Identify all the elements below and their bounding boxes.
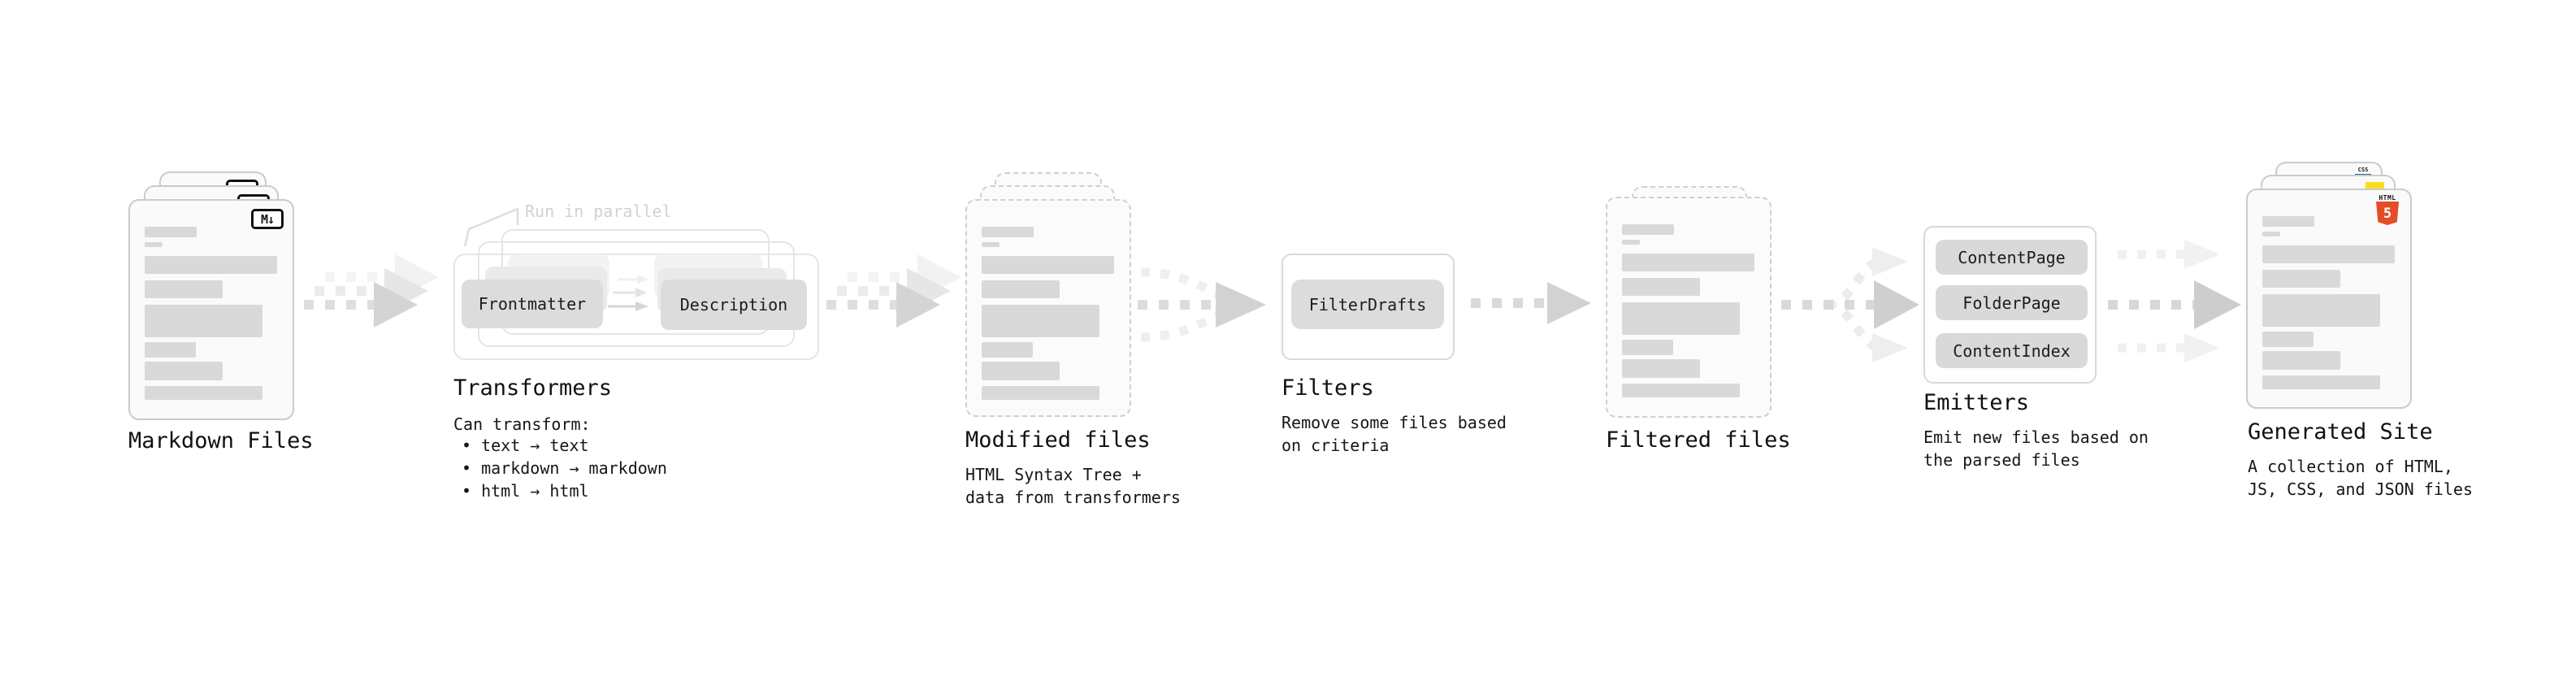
run-in-parallel-callout-line: [463, 207, 519, 247]
markdown-icon: M↓: [251, 209, 284, 229]
markdown-icon-glyph: M↓: [260, 211, 275, 227]
frontmatter-to-description-arrows: [608, 275, 648, 311]
html5-number: 5: [2383, 205, 2392, 222]
text-line-placeholder: [1622, 278, 1700, 296]
text-line-placeholder: [1622, 302, 1740, 335]
modified-file-card-front: [965, 199, 1131, 417]
text-line-placeholder: [982, 280, 1060, 298]
subtitle-line: data from transformers: [965, 488, 1181, 507]
text-line-placeholder: [145, 305, 262, 337]
text-line-placeholder: [982, 305, 1099, 337]
stage-label-filtered-files: Filtered files: [1606, 427, 1791, 453]
transformers-intro: Can transform:: [453, 414, 591, 434]
subtitle-line: Emit new files based on: [1923, 427, 2149, 447]
flow-arrow-filters-to-filtered: [1471, 282, 1591, 324]
css-icon-label: CSS: [2357, 167, 2369, 173]
subtitle-line: A collection of HTML,: [2248, 457, 2453, 476]
text-line-placeholder: [145, 342, 196, 358]
stage-label-filters: Filters: [1281, 375, 1374, 401]
text-line-placeholder: [1622, 240, 1640, 245]
emitter-node-contentindex: ContentIndex: [1936, 333, 2088, 368]
filtered-file-card-front: [1606, 197, 1772, 418]
text-line-placeholder: [145, 280, 223, 298]
text-line-placeholder: [145, 242, 163, 247]
filters-subtitle: Remove some files based on criteria: [1281, 411, 1507, 457]
text-line-placeholder: [1622, 340, 1673, 355]
subtitle-line: Remove some files based: [1281, 413, 1507, 432]
text-line-placeholder: [2262, 270, 2340, 288]
text-line-placeholder: [2262, 294, 2380, 327]
stage-label-modified-files: Modified files: [965, 427, 1151, 453]
text-line-placeholder: [145, 227, 197, 237]
site-file-card-html: HTML 5: [2246, 189, 2412, 409]
text-line-placeholder: [982, 362, 1060, 380]
markdown-file-card-front: M↓: [128, 199, 294, 420]
text-line-placeholder: [1622, 384, 1740, 397]
text-line-placeholder: [1622, 359, 1700, 378]
subtitle-line: JS, CSS, and JSON files: [2248, 479, 2473, 499]
html5-icon-label: HTML: [2379, 194, 2396, 202]
text-line-placeholder: [2262, 375, 2380, 389]
generated-site-subtitle: A collection of HTML, JS, CSS, and JSON …: [2248, 455, 2473, 501]
transformer-node-description: Description: [661, 280, 807, 330]
transformer-node-frontmatter: Frontmatter: [462, 280, 603, 328]
flow-arrow-transformers-to-modified: [826, 254, 961, 327]
emitters-subtitle: Emit new files based on the parsed files: [1923, 426, 2149, 471]
bullet-item: • html → html: [462, 481, 589, 501]
text-line-placeholder: [2262, 216, 2314, 227]
stage-label-transformers: Transformers: [453, 375, 613, 401]
text-line-placeholder: [2262, 351, 2340, 370]
text-line-placeholder: [2262, 245, 2395, 263]
filter-node-filterdrafts: FilterDrafts: [1291, 280, 1444, 329]
stage-label-generated-site: Generated Site: [2248, 419, 2433, 445]
text-line-placeholder: [145, 362, 223, 380]
transformer-layer-front: [453, 254, 819, 360]
text-line-placeholder: [982, 386, 1099, 400]
flow-arrow-filtered-to-emitters: [1781, 247, 1919, 362]
subtitle-line: on criteria: [1281, 436, 1390, 455]
emitters-panel: ContentPage FolderPage ContentIndex: [1923, 226, 2097, 384]
flow-arrow-emitters-to-site: [2108, 240, 2241, 362]
html5-icon: HTML 5: [2374, 194, 2400, 225]
emitter-node-contentpage: ContentPage: [1936, 240, 2088, 275]
text-line-placeholder: [982, 227, 1034, 237]
emitter-node-folderpage: FolderPage: [1936, 285, 2088, 320]
text-line-placeholder: [982, 256, 1114, 274]
flow-arrow-modified-to-filters: [1138, 267, 1266, 342]
text-line-placeholder: [1622, 224, 1674, 235]
modified-files-subtitle: HTML Syntax Tree + data from transformer…: [965, 463, 1181, 509]
text-line-placeholder: [982, 242, 1000, 247]
stage-label-emitters: Emitters: [1923, 390, 2030, 415]
subtitle-line: HTML Syntax Tree +: [965, 465, 1142, 484]
text-line-placeholder: [982, 342, 1033, 358]
text-line-placeholder: [2262, 332, 2314, 347]
text-line-placeholder: [145, 386, 262, 400]
transformers-bullet-list: • text → text • markdown → markdown • ht…: [453, 434, 667, 502]
bullet-item: • text → text: [462, 436, 589, 455]
text-line-placeholder: [2262, 232, 2280, 236]
text-line-placeholder: [145, 256, 277, 274]
bullet-item: • markdown → markdown: [462, 458, 667, 478]
run-in-parallel-annotation: Run in parallel: [525, 202, 672, 221]
flow-arrow-markdown-to-transformers: [304, 254, 439, 327]
stage-label-markdown-files: Markdown Files: [128, 428, 314, 453]
subtitle-line: the parsed files: [1923, 450, 2080, 470]
text-line-placeholder: [1622, 254, 1754, 271]
html5-shield: 5: [2376, 202, 2399, 225]
